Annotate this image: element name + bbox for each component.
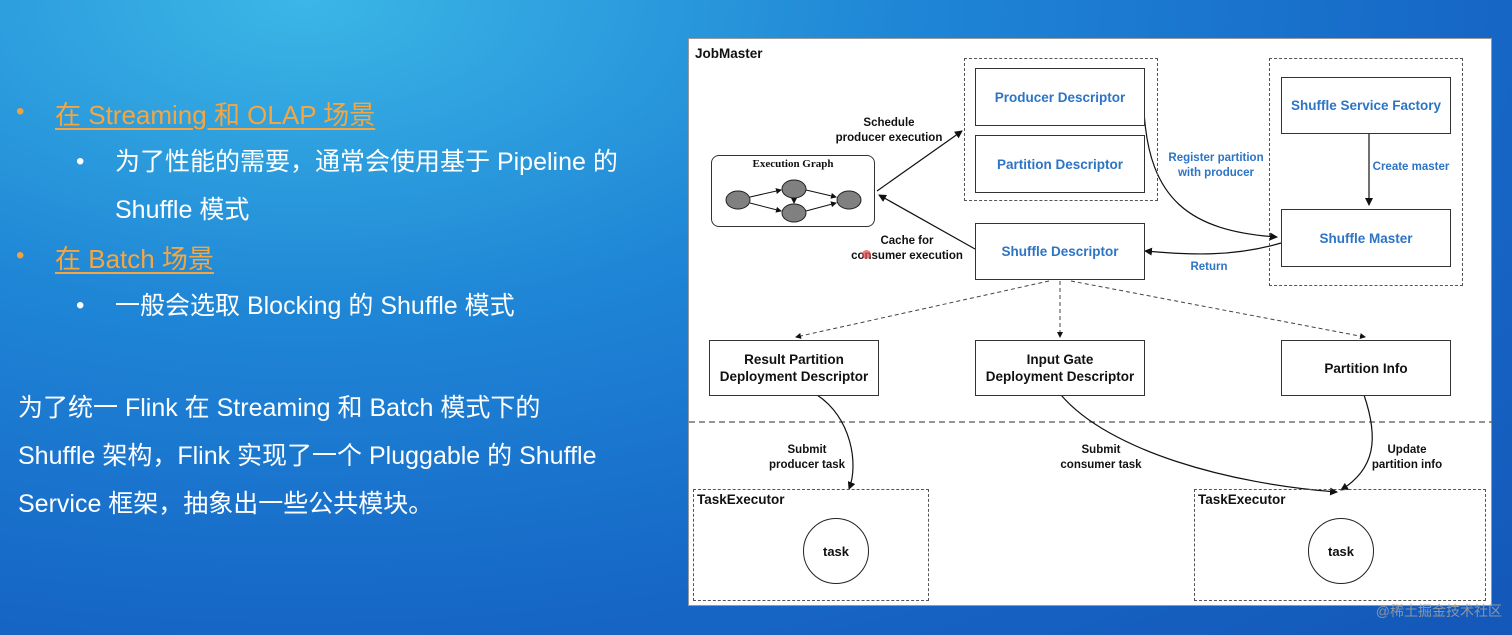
arrow-submit-consumer bbox=[1060, 394, 1338, 496]
arrow-return bbox=[1144, 242, 1282, 256]
label-register: Register partition with producer bbox=[1157, 151, 1275, 181]
cursor-dot bbox=[862, 250, 871, 259]
arrow-submit-producer bbox=[816, 394, 856, 490]
label-submit-producer: Submit producer task bbox=[757, 443, 857, 473]
label-line: partition info bbox=[1371, 459, 1443, 471]
label-line: Cache for bbox=[880, 235, 934, 247]
bullet-dot: • bbox=[16, 98, 25, 125]
taskexecutor-right-label: TaskExecutor bbox=[1198, 492, 1286, 507]
label-submit-consumer: Submit consumer task bbox=[1051, 443, 1151, 473]
jobmaster-label: JobMaster bbox=[695, 46, 763, 61]
summary-paragraph: 为了统一 Flink 在 Streaming 和 Batch 模式下的 Shuf… bbox=[18, 384, 658, 528]
sub-bullet-blocking: • 一般会选取 Blocking 的 Shuffle 模式 bbox=[76, 282, 515, 330]
box-line: Deployment Descriptor bbox=[985, 369, 1135, 384]
label-cache: Cache for consumer execution bbox=[841, 234, 973, 264]
arrow-to-result-partition bbox=[795, 280, 1050, 339]
label-line: producer execution bbox=[835, 132, 943, 144]
sub-bullet-line: 为了性能的需要，通常会使用基于 Pipeline 的 bbox=[115, 148, 618, 176]
bullet-heading-streaming: 在 Streaming 和 OLAP 场景 bbox=[55, 100, 376, 130]
diagram-connectors bbox=[689, 110, 1493, 496]
label-create-master: Create master bbox=[1372, 161, 1450, 173]
shuffle-service-factory-box: Shuffle Service Factory bbox=[1281, 77, 1451, 134]
partition-info-box: Partition Info bbox=[1281, 340, 1451, 396]
shuffle-master-box: Shuffle Master bbox=[1281, 209, 1451, 267]
sub-bullet-dot: • bbox=[76, 292, 85, 319]
input-gate-box: Input Gate Deployment Descriptor bbox=[975, 340, 1145, 396]
taskexecutor-left: TaskExecutor bbox=[693, 489, 929, 601]
result-partition-box: Result Partition Deployment Descriptor bbox=[709, 340, 879, 396]
box-line: Result Partition bbox=[744, 352, 844, 367]
sub-bullet-dot: • bbox=[76, 148, 85, 175]
paragraph-line: Service 框架，抽象出一些公共模块。 bbox=[18, 490, 434, 518]
bullet-heading-batch: 在 Batch 场景 bbox=[55, 244, 214, 274]
label-line: Submit bbox=[787, 444, 827, 456]
label-return: Return bbox=[1190, 261, 1228, 273]
bullet-batch: • 在 Batch 场景 bbox=[16, 242, 214, 275]
label-line: Submit bbox=[1081, 444, 1121, 456]
task-node-left: task bbox=[803, 518, 869, 584]
arrow-register bbox=[1143, 110, 1278, 241]
slide-text-panel: • 在 Streaming 和 OLAP 场景 • 为了性能的需要，通常会使用基… bbox=[0, 0, 680, 635]
descriptor-group bbox=[964, 58, 1158, 201]
label-schedule: Schedule producer execution bbox=[825, 116, 953, 146]
arrow-cache bbox=[878, 194, 976, 250]
label-line: consumer task bbox=[1060, 459, 1142, 471]
label-line: consumer execution bbox=[851, 250, 963, 262]
taskexecutor-left-label: TaskExecutor bbox=[697, 492, 785, 507]
watermark: @稀土掘金技术社区 bbox=[1375, 603, 1502, 619]
bullet-dot: • bbox=[16, 242, 25, 269]
box-line: Deployment Descriptor bbox=[719, 369, 869, 384]
arrow-schedule bbox=[876, 130, 963, 192]
label-line: Register partition bbox=[1168, 152, 1264, 164]
shuffle-service-group bbox=[1269, 58, 1463, 286]
execution-graph: Execution Graph bbox=[711, 155, 875, 227]
task-node-right: task bbox=[1308, 518, 1374, 584]
label-line: producer task bbox=[768, 459, 846, 471]
shuffle-architecture-diagram: JobMaster TaskExecutor TaskExecutor Exec… bbox=[688, 38, 1493, 606]
label-line: with producer bbox=[1177, 167, 1255, 179]
execution-graph-nodes bbox=[725, 179, 862, 223]
sub-bullet-pipeline: • 为了性能的需要，通常会使用基于 Pipeline 的 Shuffle 模式 bbox=[76, 138, 618, 234]
arrow-update-partition bbox=[1340, 394, 1373, 491]
sub-bullet-line: Shuffle 模式 bbox=[115, 196, 250, 224]
partition-descriptor-box: Partition Descriptor bbox=[975, 135, 1145, 193]
label-update-partition: Update partition info bbox=[1357, 443, 1457, 473]
taskexecutor-right: TaskExecutor bbox=[1194, 489, 1486, 601]
label-line: Update bbox=[1387, 444, 1427, 456]
shuffle-descriptor-box: Shuffle Descriptor bbox=[975, 223, 1145, 280]
label-line: Schedule bbox=[863, 117, 915, 129]
arrow-to-partition-info bbox=[1070, 280, 1366, 340]
bullet-streaming: • 在 Streaming 和 OLAP 场景 bbox=[16, 98, 376, 131]
producer-descriptor-box: Producer Descriptor bbox=[975, 68, 1145, 126]
paragraph-line: Shuffle 架构，Flink 实现了一个 Pluggable 的 Shuff… bbox=[18, 442, 597, 470]
sub-bullet-line: 一般会选取 Blocking 的 Shuffle 模式 bbox=[115, 292, 515, 320]
execution-graph-title: Execution Graph bbox=[752, 158, 834, 170]
paragraph-line: 为了统一 Flink 在 Streaming 和 Batch 模式下的 bbox=[18, 394, 541, 422]
box-line: Input Gate bbox=[1026, 352, 1094, 367]
